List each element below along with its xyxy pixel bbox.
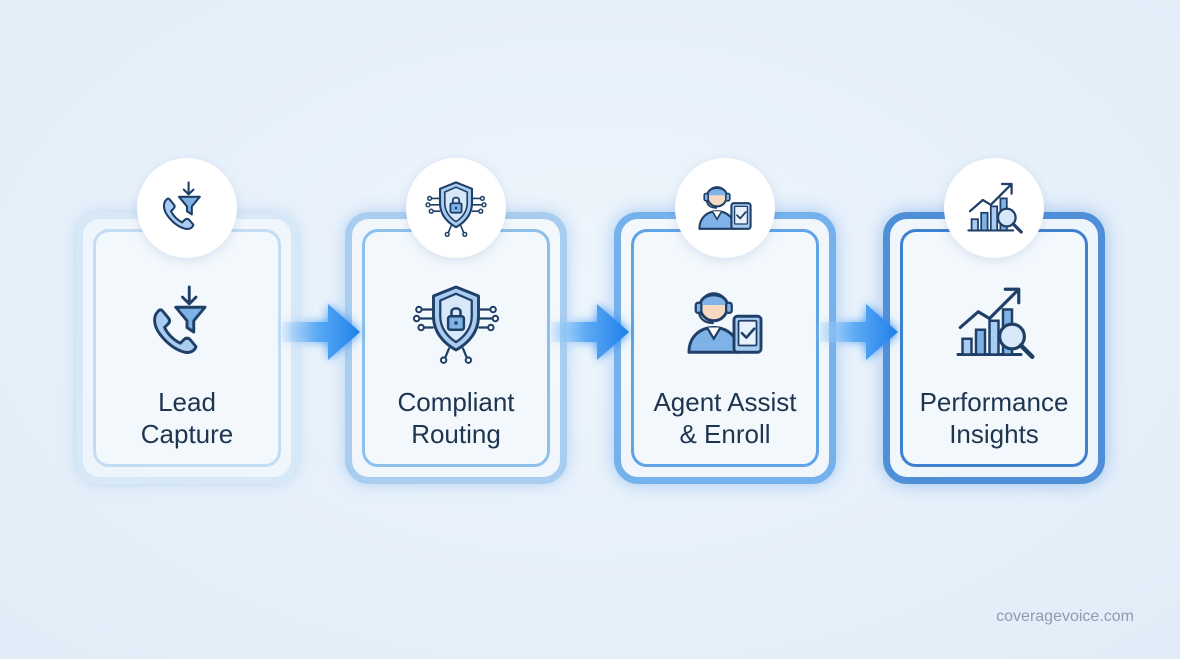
shield-lock-icon — [412, 285, 500, 365]
step-label-line-1: Compliant — [397, 387, 515, 417]
phone-funnel-icon — [153, 285, 207, 354]
step-label-line-1: Agent Assist — [653, 387, 797, 417]
step-label-line-2: Capture — [140, 419, 234, 449]
step-label-line-2: Insights — [949, 419, 1039, 449]
step-label-agent-assist: Agent Assist & Enroll — [614, 386, 836, 450]
step-label-performance-insights: Performance Insights — [883, 386, 1105, 450]
step-label-line-2: Routing — [411, 419, 501, 449]
flow-arrow-3 — [814, 288, 904, 376]
badge-agent-tablet-icon — [675, 158, 775, 258]
phone-funnel-icon — [162, 181, 201, 230]
step-label-line-1: Lead — [158, 387, 216, 417]
flow-arrow-2 — [545, 288, 635, 376]
chart-magnifier-icon — [944, 278, 1044, 368]
step-label-line-1: Performance — [919, 387, 1069, 417]
badge-shield-lock-icon — [406, 158, 506, 258]
flow-arrow-1 — [276, 288, 366, 376]
step-label-compliant-routing: Compliant Routing — [345, 386, 567, 450]
badge-phone-funnel-icon — [137, 158, 237, 258]
chart-magnifier-icon — [966, 182, 1023, 234]
badge-chart-magnifier-icon — [944, 158, 1044, 258]
footer-domain: coveragevoice.com — [996, 608, 1134, 625]
shield-lock-icon — [425, 181, 487, 238]
step-label-lead-capture: Lead Capture — [76, 386, 298, 450]
step-label-line-2: & Enroll — [679, 419, 771, 449]
agent-tablet-icon — [687, 292, 763, 354]
agent-tablet-icon — [698, 186, 752, 230]
